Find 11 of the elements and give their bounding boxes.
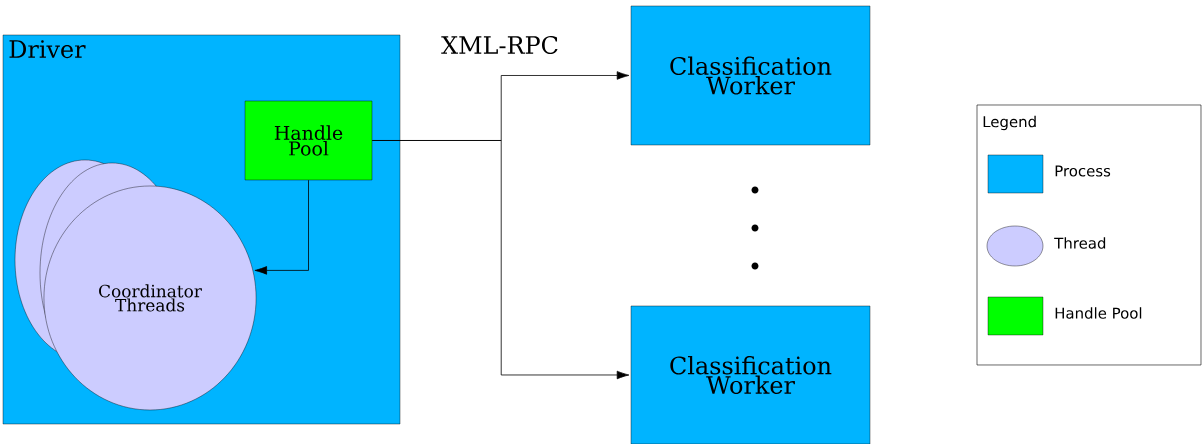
arrow xyxy=(371,140,630,380)
process-box: Classification Worker xyxy=(630,305,871,444)
legend-label: Handle Pool xyxy=(1055,307,1142,319)
handle-pool-box: Handle Pool xyxy=(244,100,373,181)
legend-title: Legend xyxy=(983,115,1036,131)
stacked-thread-ellipses: Coordinator Threads xyxy=(14,159,257,411)
legend-label: Thread xyxy=(1054,237,1106,249)
process-box: Classification Worker xyxy=(630,5,871,146)
legend-label: Process xyxy=(1055,165,1111,177)
protocol-label: XML-RPC xyxy=(441,35,558,55)
arrow xyxy=(254,179,309,275)
